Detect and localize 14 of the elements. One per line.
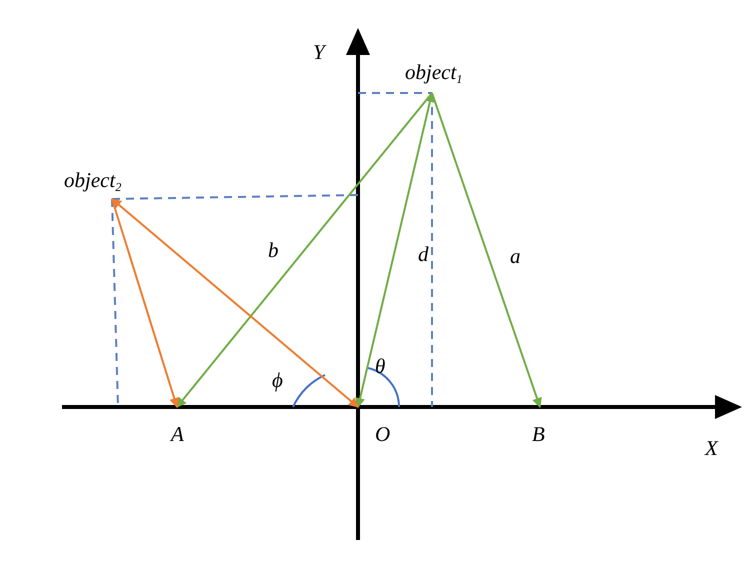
vector-arrow	[111, 198, 180, 408]
point-label: object$_{1}$	[405, 62, 462, 85]
point-label: object$_{2}$	[64, 170, 122, 193]
point-label: B	[532, 424, 545, 445]
vector-arrow	[111, 198, 359, 408]
vector-arrow	[355, 92, 435, 408]
point-label: A	[171, 424, 184, 445]
vector-arrow	[431, 92, 542, 408]
angle-label: θ	[375, 356, 386, 377]
axis-label: Y	[313, 42, 325, 63]
axis-label: X	[705, 438, 718, 459]
angle-label: ϕ	[272, 370, 283, 391]
point-label: O	[375, 424, 390, 445]
vector-arrow	[176, 92, 433, 408]
